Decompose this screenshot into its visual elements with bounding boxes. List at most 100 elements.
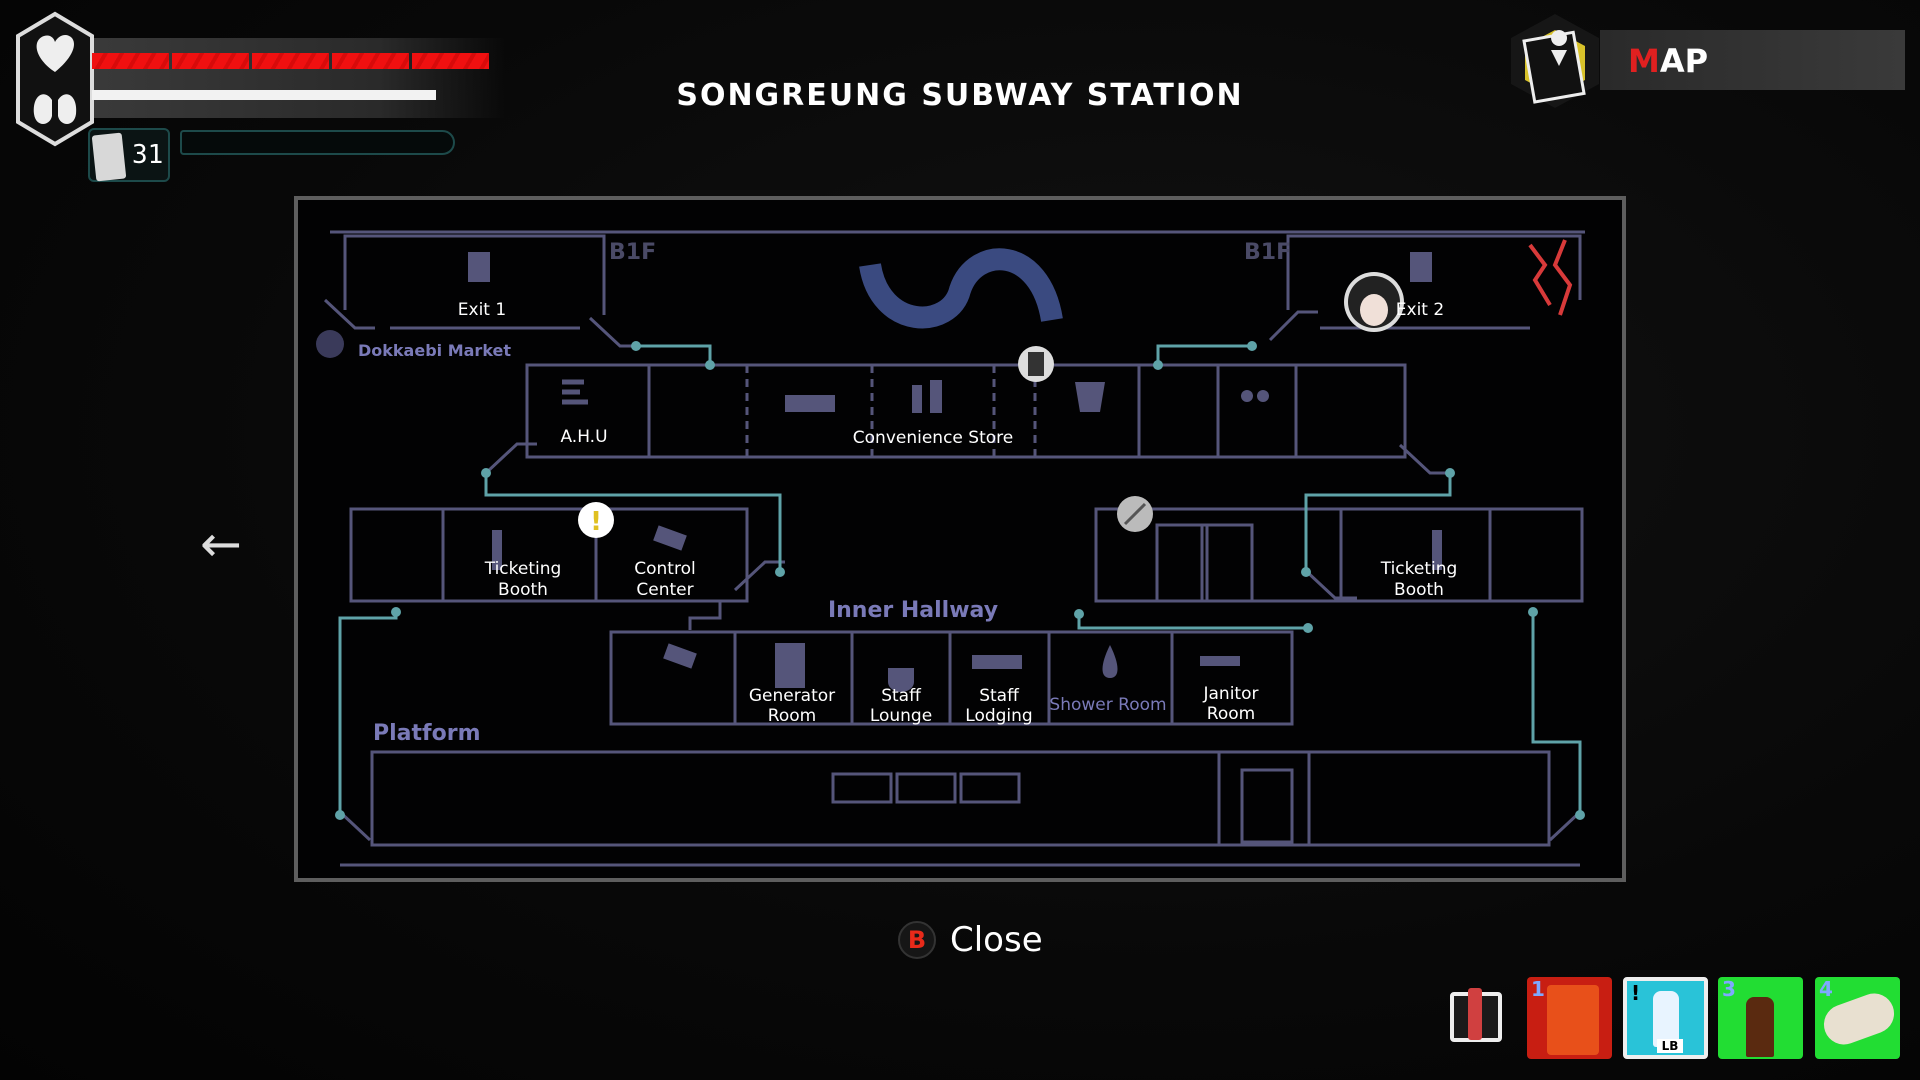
dokkaebi-icon bbox=[316, 330, 344, 358]
area-label-platform: Platform bbox=[373, 721, 481, 746]
concourse-left bbox=[349, 507, 749, 603]
room-label-exit2: Exit 2 bbox=[1396, 300, 1444, 320]
inventory-slot-lighter[interactable] bbox=[1450, 988, 1502, 1042]
room-label-control-2: Center bbox=[636, 580, 693, 600]
close-label: Close bbox=[950, 920, 1043, 960]
health-segment bbox=[172, 53, 249, 69]
health-segment bbox=[252, 53, 329, 69]
health-segment bbox=[92, 53, 169, 69]
room-label-convenience-store: Convenience Store bbox=[853, 428, 1013, 448]
room-label-ticketing-left-2: Booth bbox=[498, 580, 548, 600]
slot-number: 1 bbox=[1531, 977, 1545, 1001]
generator-icon bbox=[775, 643, 805, 688]
match-count: 31 bbox=[132, 140, 164, 170]
medicine-bottle-icon bbox=[1746, 997, 1774, 1057]
player-avatar[interactable] bbox=[1344, 272, 1404, 332]
person-icon bbox=[1432, 530, 1442, 570]
room-exit1 bbox=[343, 234, 606, 330]
snack-bag-icon bbox=[1547, 985, 1599, 1055]
convenience-goods-icon bbox=[912, 385, 922, 413]
sealed-crack-icon bbox=[1528, 239, 1573, 316]
person-icon bbox=[492, 530, 502, 570]
inventory-slot-1[interactable]: 1 bbox=[1527, 977, 1612, 1059]
vitals-hex-badge bbox=[16, 11, 94, 147]
vending-machine-marker[interactable] bbox=[1018, 346, 1054, 382]
lungs-icon bbox=[33, 84, 77, 124]
area-label-inner-hallway: Inner Hallway bbox=[828, 598, 998, 623]
room-label-exit1: Exit 1 bbox=[458, 300, 506, 320]
slot-key-label: LB bbox=[1657, 1039, 1683, 1053]
lighter-icon bbox=[1468, 988, 1482, 1040]
status-panel bbox=[85, 38, 505, 118]
room-label-ahu: A.H.U bbox=[560, 427, 607, 447]
concourse-upper bbox=[525, 363, 1407, 459]
platform-area bbox=[370, 750, 1551, 847]
floor-label-right: B1F bbox=[1244, 240, 1291, 265]
exclamation-marker[interactable]: ! bbox=[578, 502, 614, 538]
slot-number: 3 bbox=[1722, 977, 1736, 1001]
water-bottle-icon bbox=[1653, 991, 1679, 1047]
map-panel-title: MAP bbox=[1628, 42, 1708, 80]
cctv-icon bbox=[663, 643, 697, 669]
slot-number: 4 bbox=[1819, 977, 1833, 1001]
coffee-icon bbox=[888, 668, 914, 692]
escalator-icon bbox=[1303, 568, 1357, 600]
health-segment bbox=[412, 53, 489, 69]
concourse-right bbox=[1094, 507, 1584, 603]
room-label-lodging-1: Staff bbox=[979, 686, 1020, 706]
escalator-icon bbox=[323, 298, 375, 330]
room-label-lounge-2: Lounge bbox=[870, 706, 932, 726]
cctv-icon bbox=[653, 525, 687, 551]
room-exit2 bbox=[1286, 234, 1582, 330]
escalator-icon bbox=[1398, 443, 1452, 475]
inventory-slot-2[interactable]: ! LB bbox=[1623, 977, 1708, 1059]
exit-icon bbox=[1410, 252, 1432, 282]
restroom-icon bbox=[1241, 390, 1253, 402]
close-button[interactable]: B Close bbox=[898, 920, 1043, 960]
b-button-icon: B bbox=[898, 921, 936, 959]
area-label-dokkaebi-market: Dokkaebi Market bbox=[358, 341, 511, 360]
health-segment bbox=[332, 53, 409, 69]
page-title: SONGREUNG SUBWAY STATION bbox=[676, 78, 1244, 113]
room-label-generator-1: Generator bbox=[749, 686, 835, 706]
room-label-janitor-1: Janitor bbox=[1203, 684, 1259, 704]
escalator-icon bbox=[1548, 810, 1582, 842]
room-label-generator-2: Room bbox=[768, 706, 816, 726]
inventory-slot-3[interactable]: 3 bbox=[1718, 977, 1803, 1059]
map-panel-header bbox=[1600, 30, 1905, 90]
match-counter: 31 bbox=[88, 128, 170, 182]
escalator-icon bbox=[485, 442, 537, 474]
svg-text:!: ! bbox=[590, 507, 602, 537]
escalator-icon bbox=[1268, 310, 1318, 342]
room-label-ticketing-right-1: Ticketing bbox=[1380, 559, 1458, 579]
cup-icon bbox=[1075, 382, 1105, 412]
inventory-slot-4[interactable]: 4 bbox=[1815, 977, 1900, 1059]
exit-icon bbox=[468, 252, 490, 282]
room-label-ticketing-left-1: Ticketing bbox=[484, 559, 562, 579]
slot-alert: ! bbox=[1631, 981, 1641, 1005]
previous-floor-arrow[interactable]: ← bbox=[200, 515, 242, 573]
map-title-rest: AP bbox=[1659, 42, 1709, 80]
floor-label-left: B1F bbox=[609, 240, 656, 265]
feather-marker[interactable] bbox=[1117, 496, 1153, 532]
bed-icon bbox=[972, 655, 1022, 669]
stamina-bar bbox=[92, 90, 436, 100]
room-label-ticketing-right-2: Booth bbox=[1394, 580, 1444, 600]
room-label-lounge-1: Staff bbox=[881, 686, 922, 706]
map-title-first-letter: M bbox=[1628, 42, 1660, 80]
map-icon bbox=[1511, 14, 1599, 108]
heart-icon bbox=[36, 35, 75, 72]
train-icon bbox=[831, 772, 1021, 804]
water-drop-icon bbox=[1102, 645, 1118, 678]
ventilation-icon bbox=[562, 379, 588, 405]
room-label-shower: Shower Room bbox=[1049, 695, 1166, 715]
room-label-lodging-2: Lodging bbox=[965, 706, 1032, 726]
janitor-tool-icon bbox=[1200, 656, 1240, 666]
room-label-janitor-2: Room bbox=[1207, 704, 1255, 724]
sandwich-icon bbox=[785, 395, 835, 412]
escalator-icon bbox=[733, 560, 785, 592]
room-label-control-1: Control bbox=[634, 559, 695, 579]
escalator-icon bbox=[338, 810, 372, 842]
subway-line-indicator bbox=[859, 248, 1063, 329]
